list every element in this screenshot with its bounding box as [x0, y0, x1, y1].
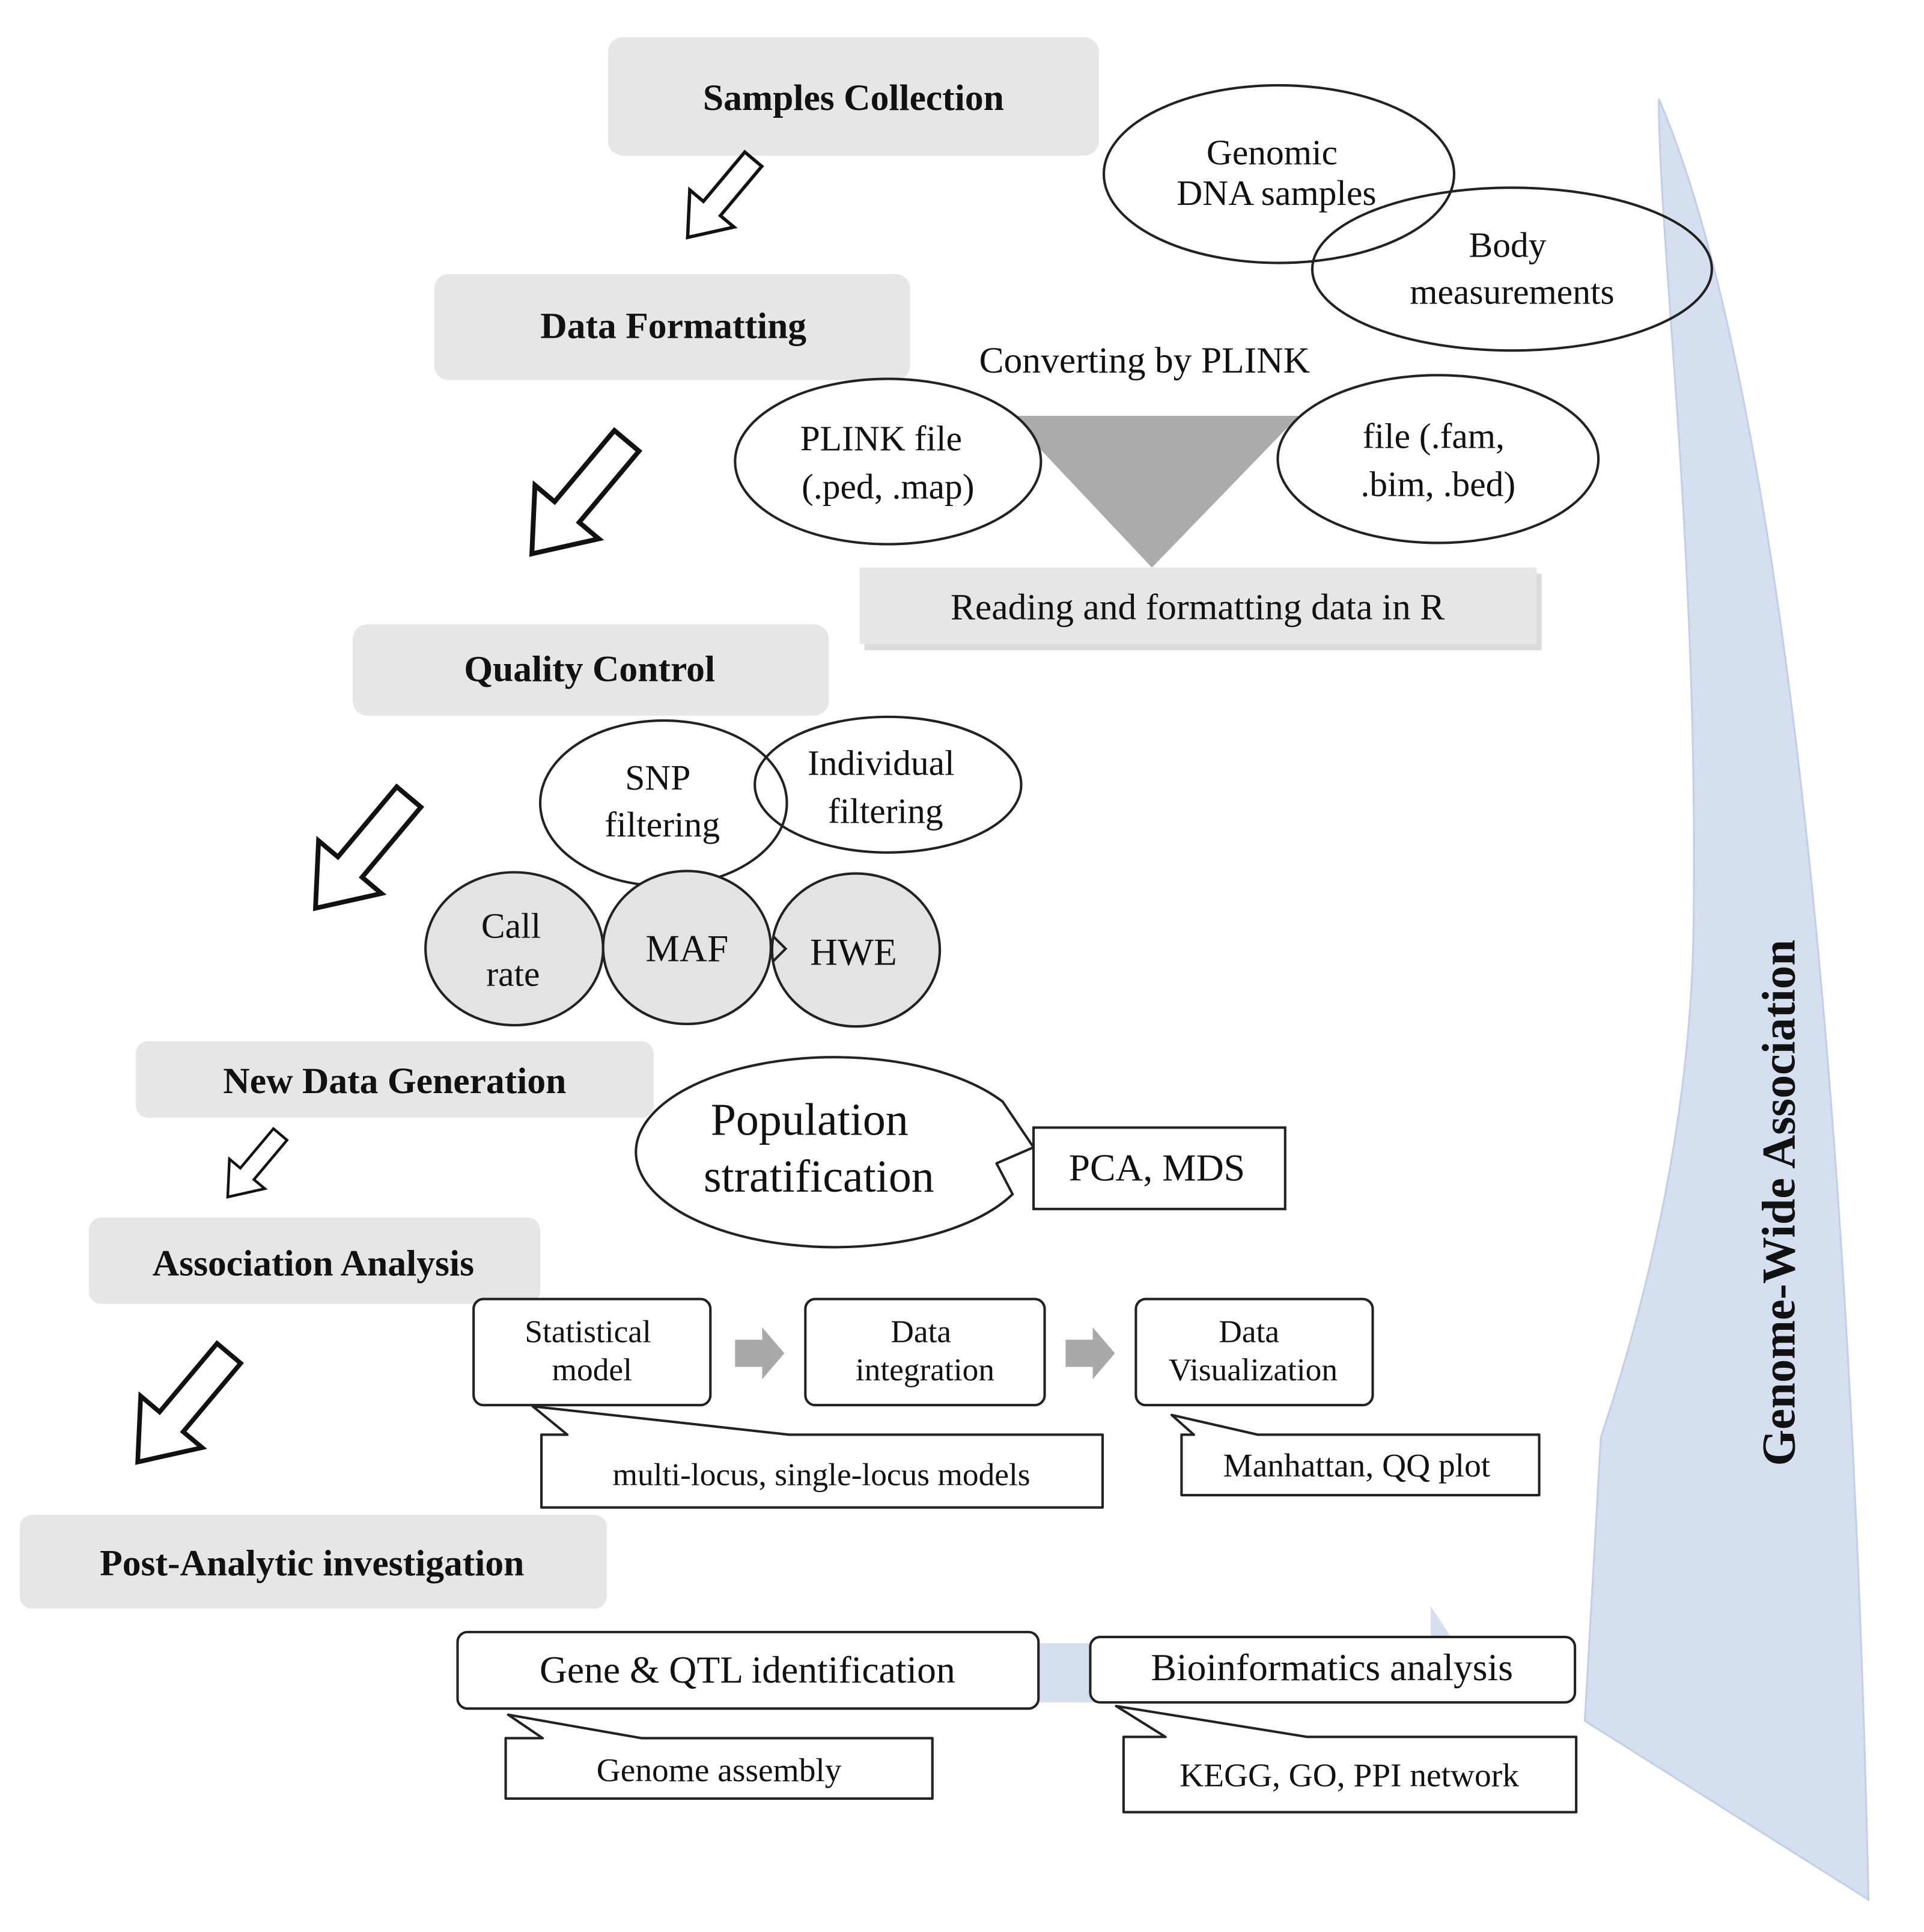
- down-left-arrow-3: [312, 783, 425, 912]
- population-stratification-line-2: stratification: [704, 1151, 934, 1202]
- step-post-analytic-investigation: Post-Analytic investigation: [19, 1514, 607, 1609]
- svg-text:Population stratificatio: Population stratification: [704, 1095, 934, 1202]
- genome-wide-association-label: Genome-Wide Association: [1753, 940, 1804, 1466]
- binary-file-line-1: file (.fam,: [1363, 416, 1505, 456]
- snp-filtering-line-1: SNP: [625, 758, 690, 797]
- kegg-go-ppi-label: KEGG, GO, PPI network: [1180, 1757, 1519, 1793]
- plots-note-callout: Manhattan, QQ plot: [1170, 1413, 1541, 1497]
- svg-text:Body measurements: Body measurements: [1410, 225, 1614, 311]
- plink-file-line-2: (.ped, .map): [802, 467, 975, 507]
- bioinformatics-analysis-box: Bioinformatics analysis: [1089, 1636, 1577, 1704]
- data-integration-line-2: integration: [856, 1351, 994, 1388]
- gene-qtl-identification-label: Gene & QTL identification: [540, 1648, 955, 1691]
- reading-formatting-r-label: Reading and formatting data in R: [951, 587, 1445, 628]
- step-post-analytic-investigation-label: Post-Analytic investigation: [100, 1543, 524, 1583]
- down-left-arrow-2: [529, 427, 643, 557]
- pca-mds-label: PCA, MDS: [1069, 1147, 1245, 1189]
- snp-filtering-ellipse: SNP filtering: [538, 719, 788, 888]
- call-rate-line-2: rate: [486, 954, 540, 993]
- models-note-callout: multi-locus, single-locus models: [531, 1405, 1104, 1509]
- step-samples-collection-label: Samples Collection: [703, 78, 1004, 118]
- svg-text:SNP filtering: SNP filtering: [604, 758, 720, 844]
- step-association-analysis: Association Analysis: [88, 1217, 541, 1304]
- population-stratification-bubble: Population stratification: [635, 1056, 1035, 1249]
- body-measurements-line-2: measurements: [1410, 272, 1614, 311]
- hwe-label: HWE: [810, 930, 897, 973]
- step-new-data-generation-label: New Data Generation: [223, 1061, 566, 1102]
- gene-qtl-identification-box: Gene & QTL identification: [456, 1630, 1040, 1710]
- individual-filtering-line-1: Individual: [808, 743, 955, 782]
- maf-circle: MAF: [601, 870, 772, 1026]
- svg-text:Data Visualization: Data Visualization: [1169, 1314, 1338, 1388]
- genomic-dna-line-2: DNA samples: [1177, 173, 1376, 213]
- data-integration-box: Data integration: [804, 1297, 1046, 1407]
- genome-wide-association-arrow: [1583, 98, 1870, 1902]
- conversion-triangle: [1008, 416, 1299, 568]
- step-data-formatting: Data Formatting: [434, 274, 910, 380]
- genome-assembly-label: Genome assembly: [597, 1752, 842, 1788]
- individual-filtering-line-2: filtering: [828, 791, 943, 830]
- svg-text:Individual filtering: Individual filtering: [808, 743, 964, 830]
- call-rate-line-1: Call: [481, 906, 541, 945]
- kegg-go-ppi-callout: KEGG, GO, PPI network: [1115, 1704, 1578, 1814]
- snp-filtering-line-2: filtering: [604, 805, 720, 844]
- body-measurements-line-1: Body: [1469, 225, 1547, 264]
- pca-mds-box: PCA, MDS: [1032, 1126, 1286, 1210]
- bioinformatics-analysis-label: Bioinformatics analysis: [1151, 1646, 1513, 1689]
- maf-label: MAF: [645, 927, 728, 969]
- svg-text:Statistical model: Statistical model: [525, 1314, 659, 1388]
- call-rate-circle: Call rate: [424, 871, 604, 1027]
- step-samples-collection: Samples Collection: [607, 37, 1099, 156]
- step-quality-control-label: Quality Control: [464, 648, 715, 689]
- model-to-integration-arrow: [735, 1327, 785, 1380]
- population-stratification-line-1: Population: [711, 1095, 909, 1145]
- binary-file-line-2: .bim, .bed): [1360, 464, 1515, 504]
- genomic-dna-samples-ellipse: Genomic DNA samples: [1102, 84, 1456, 264]
- svg-text:Genomic DNA samples: Genomic DNA samples: [1177, 132, 1376, 213]
- models-note-label: multi-locus, single-locus models: [612, 1457, 1030, 1493]
- data-integration-line-1: Data: [890, 1314, 951, 1350]
- statistical-model-line-1: Statistical: [525, 1314, 651, 1350]
- svg-text:file (.fam, .bim, .bed): file (.fam, .bim, .bed): [1360, 416, 1515, 504]
- hwe-circle: HWE: [770, 872, 942, 1028]
- step-data-formatting-label: Data Formatting: [540, 306, 806, 347]
- svg-text:PLINK file (.ped, .map): PLINK file (.ped, .map): [800, 419, 975, 507]
- statistical-model-box: Statistical model: [472, 1297, 712, 1407]
- individual-filtering-ellipse: Individual filtering: [753, 715, 1023, 854]
- step-association-analysis-label: Association Analysis: [153, 1243, 474, 1284]
- down-left-arrow-1: [686, 150, 764, 240]
- genomic-dna-line-1: Genomic: [1207, 132, 1338, 172]
- plink-ped-map-ellipse: PLINK file (.ped, .map): [734, 377, 1043, 546]
- down-left-arrow-4: [226, 1127, 289, 1199]
- data-visualization-box: Data Visualization: [1134, 1297, 1374, 1407]
- body-measurements-ellipse: Body measurements: [1311, 186, 1714, 352]
- plots-note-label: Manhattan, QQ plot: [1223, 1447, 1490, 1484]
- down-left-arrow-5: [135, 1340, 244, 1465]
- step-new-data-generation: New Data Generation: [135, 1041, 654, 1118]
- data-visualization-line-2: Visualization: [1169, 1351, 1338, 1388]
- genome-assembly-callout: Genome assembly: [504, 1713, 934, 1800]
- reading-formatting-r-box: Reading and formatting data in R: [859, 567, 1542, 651]
- maf-to-hwe-chevron: [772, 935, 788, 962]
- svg-text:Data integration: Data integration: [856, 1314, 994, 1388]
- step-quality-control: Quality Control: [353, 624, 829, 716]
- statistical-model-line-2: model: [552, 1351, 632, 1388]
- plink-binary-file-ellipse: file (.fam, .bim, .bed): [1276, 374, 1600, 544]
- svg-text:Call rate: Call rate: [481, 906, 550, 993]
- converting-by-plink-label: Converting by PLINK: [979, 340, 1310, 381]
- plink-file-line-1: PLINK file: [800, 419, 962, 459]
- integration-to-visualization-arrow: [1065, 1327, 1115, 1380]
- data-visualization-line-1: Data: [1219, 1314, 1279, 1350]
